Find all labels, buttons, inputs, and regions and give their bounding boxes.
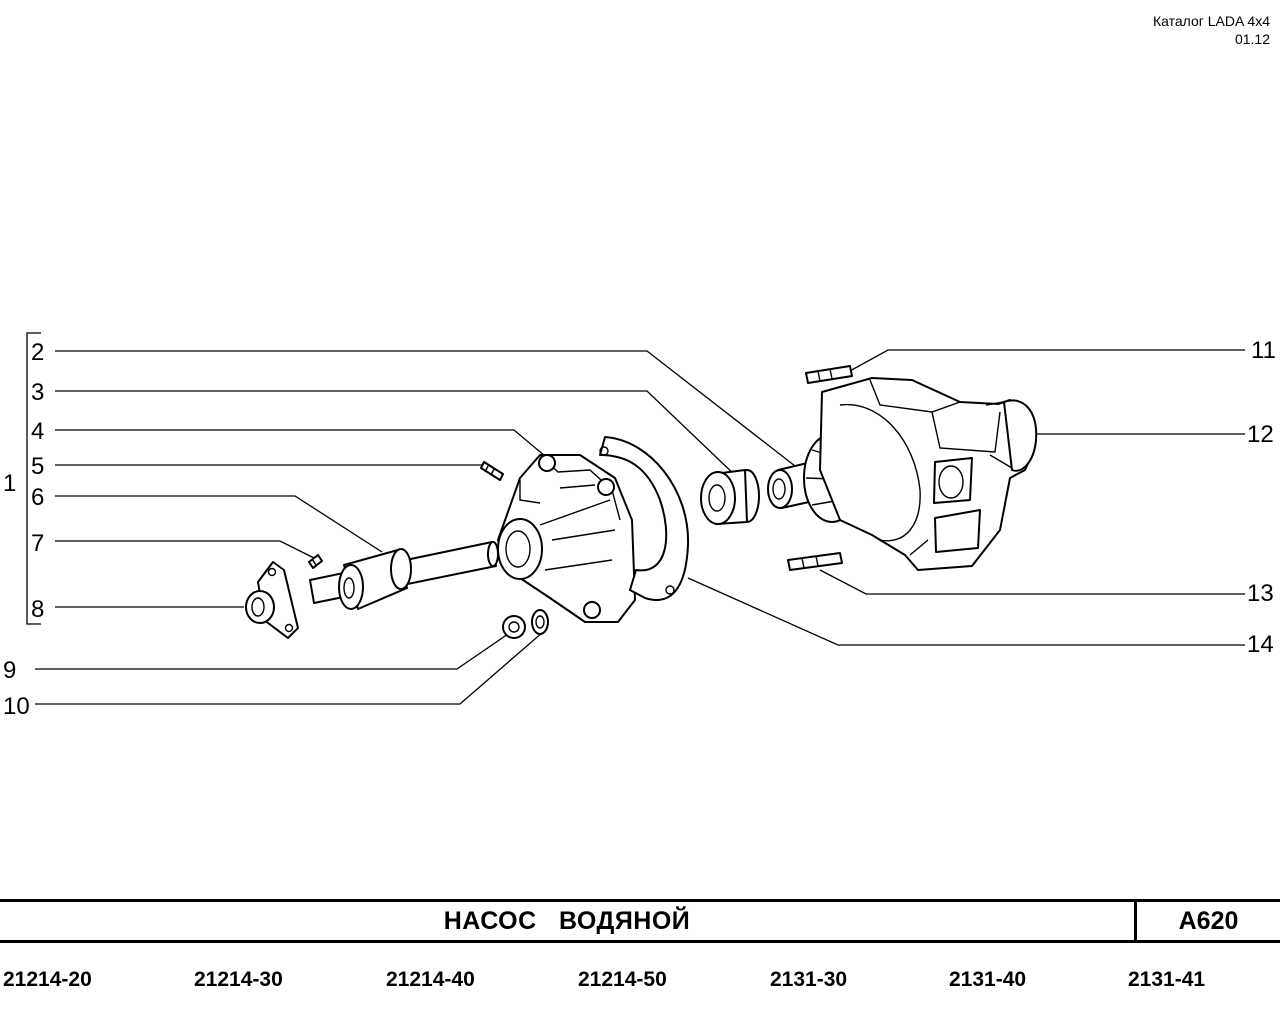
model-code: 2131-40 [949, 968, 1027, 991]
part-14-gasket [599, 436, 690, 601]
part-10-washer [531, 609, 549, 635]
callout-8: 8 [31, 596, 44, 623]
model-code: 2131-41 [1128, 968, 1206, 991]
part-13-stud [787, 552, 843, 571]
callout-13: 13 [1247, 580, 1274, 607]
part-6-shaft-bearing [309, 541, 499, 610]
model-code: 21214-50 [578, 968, 667, 991]
part-8-flange [245, 561, 299, 639]
part-11-stud [805, 365, 853, 384]
callout-4: 4 [31, 418, 44, 445]
callout-3: 3 [31, 379, 44, 406]
title-block: НАСОС ВОДЯНОЙ A620 [0, 899, 1280, 943]
callout-14: 14 [1247, 631, 1274, 658]
catalog-date: 01.12 [1234, 31, 1270, 47]
callout-2: 2 [31, 339, 44, 366]
part-5-stud [480, 461, 504, 481]
part-7-stud [308, 554, 323, 569]
model-code: 21214-30 [194, 968, 283, 991]
part-4-pump-cover [497, 454, 636, 623]
leader-lines [35, 349, 1245, 705]
model-list: 21214-20 21214-30 21214-40 21214-50 2131… [0, 968, 1280, 1000]
callout-6: 6 [31, 484, 44, 511]
callout-10: 10 [3, 693, 30, 720]
model-code: 21214-20 [3, 968, 92, 991]
catalog-code: A620 [1134, 902, 1280, 940]
page-title: НАСОС ВОДЯНОЙ [443, 906, 691, 935]
callout-1: 1 [3, 470, 16, 497]
callout-9: 9 [3, 657, 16, 684]
part-3-seal [700, 469, 760, 525]
callout-5: 5 [31, 453, 44, 480]
callout-12: 12 [1247, 421, 1274, 448]
part-12-pump-housing [819, 377, 1038, 571]
catalog-name: Каталог LADA 4x4 [1152, 13, 1270, 29]
model-code: 21214-40 [386, 968, 475, 991]
exploded-view-diagram: 1 2 3 4 5 6 7 8 9 10 11 12 13 14 [3, 332, 1276, 720]
callout-11: 11 [1251, 337, 1276, 364]
model-code: 2131-30 [770, 968, 848, 991]
catalog-header: Каталог LADA 4x4 01.12 [1153, 12, 1270, 48]
callout-7: 7 [31, 530, 44, 557]
group-bracket [26, 332, 41, 625]
part-9-nut [502, 615, 526, 639]
